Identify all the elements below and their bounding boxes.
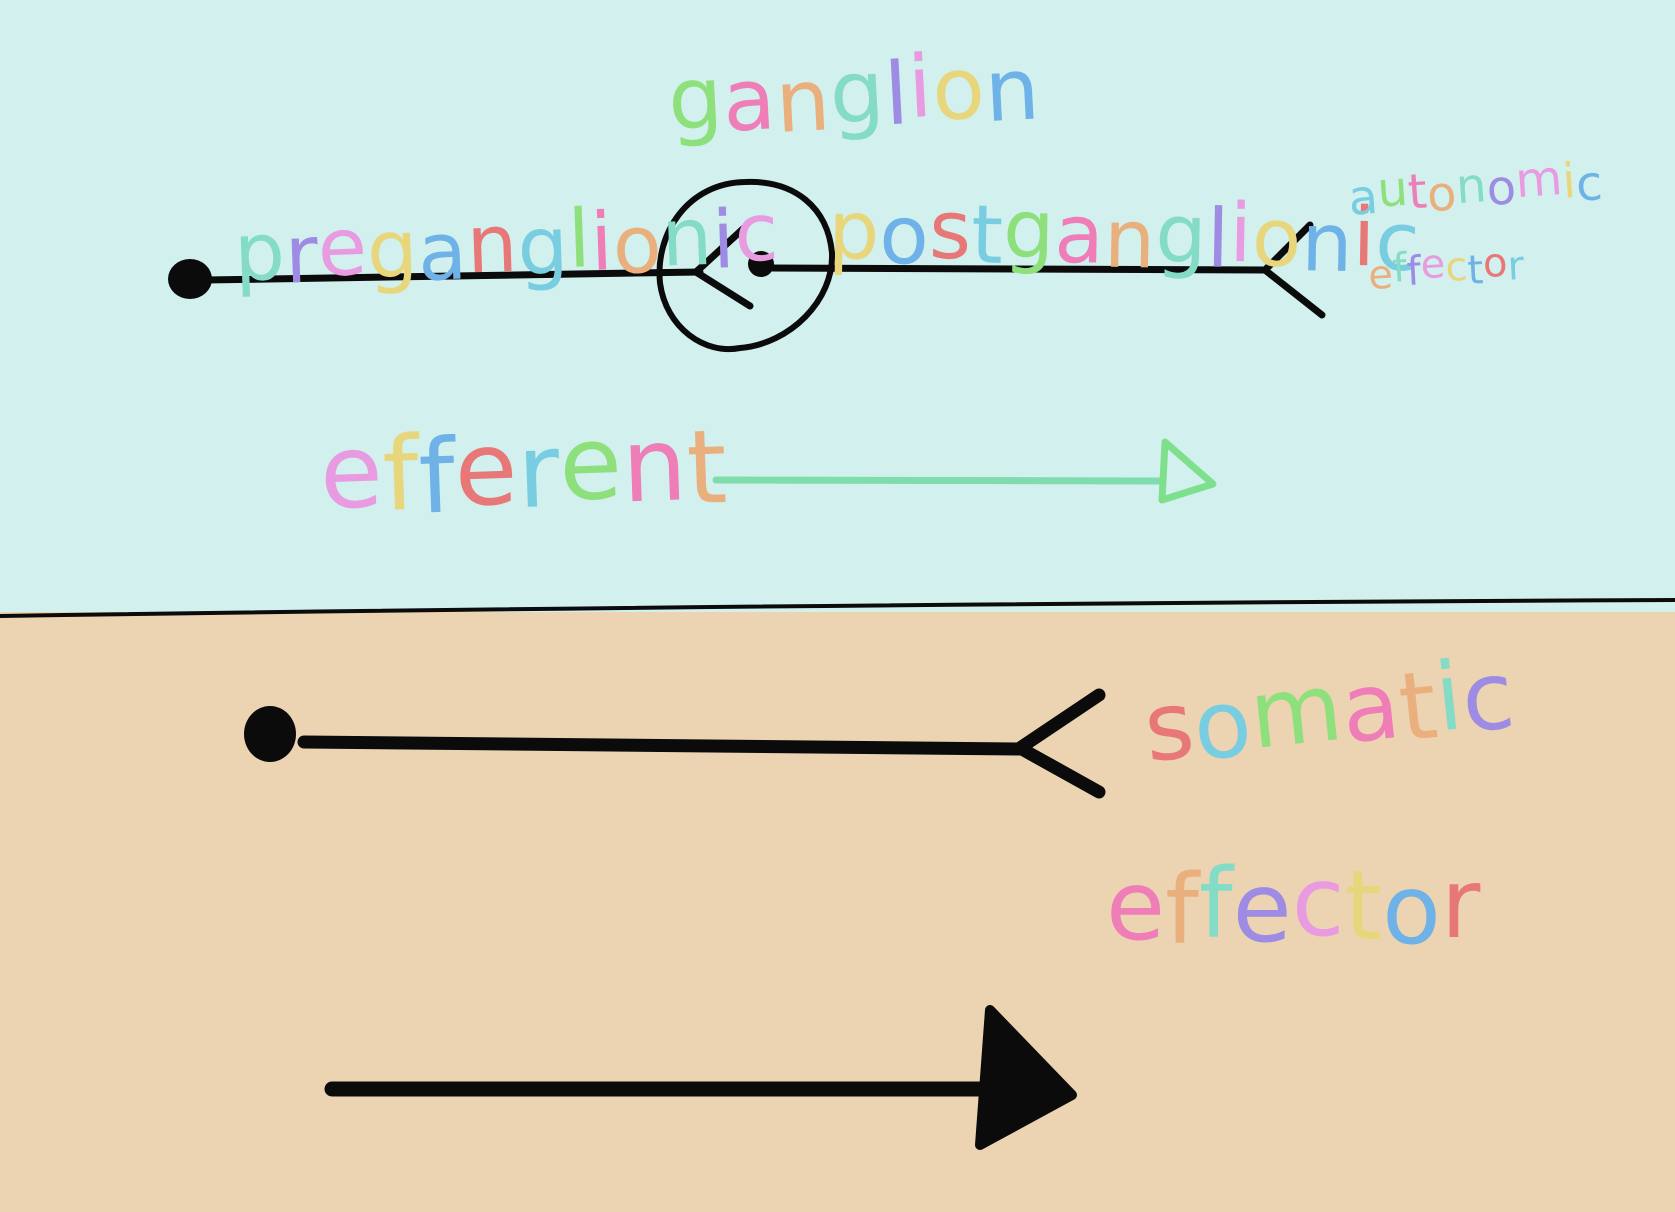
- postganglionic-label: postganglionic: [827, 182, 1421, 291]
- efferent-arrow-shaft: [712, 476, 1164, 485]
- somatic-terminal: [1013, 688, 1106, 799]
- postganglionic-axon: [766, 264, 1269, 274]
- preganglionic-label: preganglionic: [232, 185, 780, 302]
- postganglionic-terminal: [1261, 221, 1326, 319]
- direction-arrow-head: [975, 1005, 1077, 1150]
- preganglionic-axon: [201, 268, 704, 284]
- autonomic-effector-label: effector: [1367, 239, 1526, 300]
- ganglion-label: ganglion: [665, 36, 1042, 154]
- postganglionic-cell-body: [748, 251, 774, 277]
- ganglion-circle: [656, 178, 836, 353]
- efferent-label: efferent: [317, 403, 729, 538]
- efferent-arrow: [712, 438, 1217, 504]
- autonomic-panel: [0, 0, 1675, 615]
- direction-arrow: [324, 1005, 1077, 1150]
- preganglionic-neuron: [168, 224, 754, 310]
- preganglionic-terminal: [692, 224, 754, 310]
- somatic-effector-label: effector: [1106, 846, 1481, 966]
- somatic-cell-body: [244, 706, 296, 762]
- preganglionic-cell-body: [168, 259, 212, 299]
- somatic-neuron: [244, 688, 1106, 799]
- somatic-axon: [297, 735, 1027, 756]
- postganglionic-neuron: [748, 221, 1326, 319]
- panel-divider: [0, 598, 1675, 618]
- efferent-arrow-head: [1158, 438, 1217, 504]
